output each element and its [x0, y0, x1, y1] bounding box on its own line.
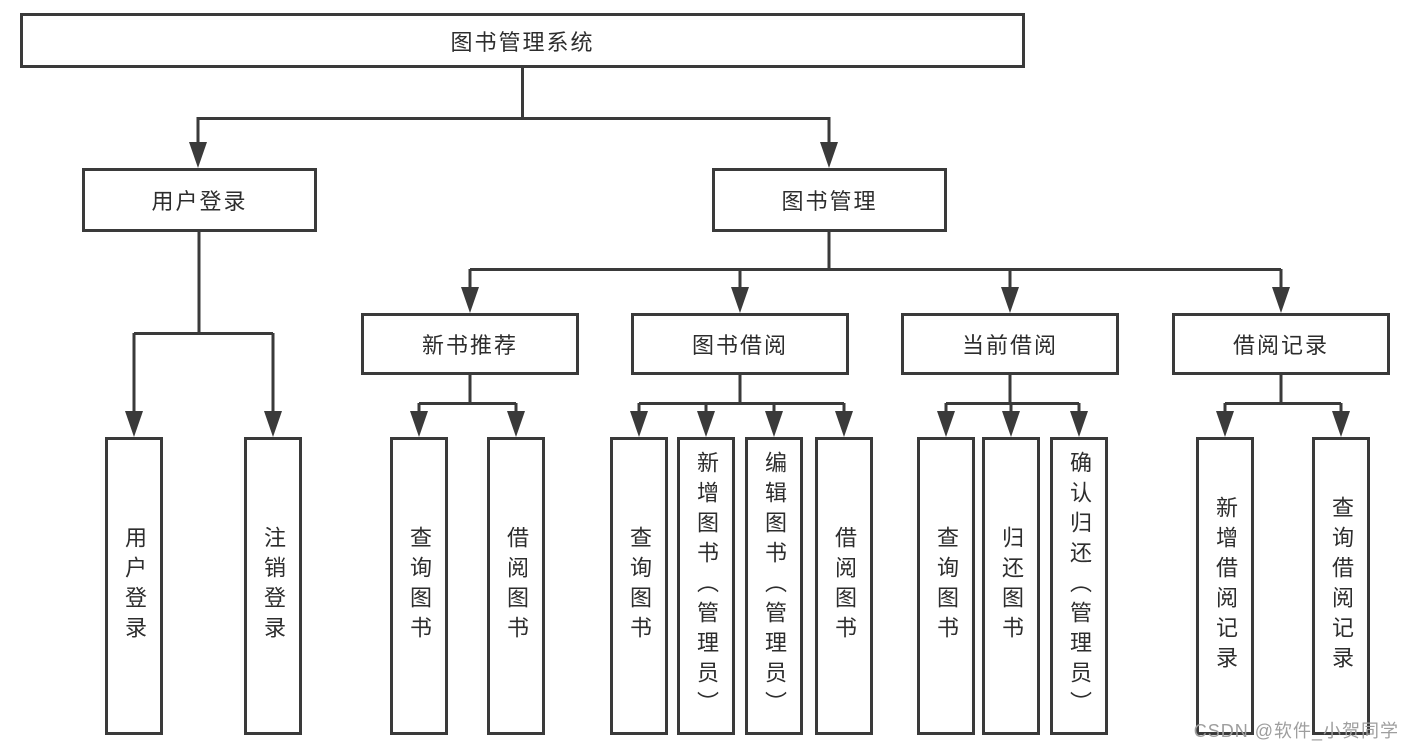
node-user-login: 用户登录	[82, 168, 317, 232]
node-book-borrowing: 图书借阅	[631, 313, 849, 375]
arrowheads	[125, 142, 1350, 437]
leaf-query-borrow-record: 查询借阅记录	[1312, 437, 1370, 735]
leaf-edit-book-admin: 编辑图书（管理员）	[745, 437, 803, 735]
leaf-return-books: 归还图书	[982, 437, 1040, 735]
leaf-add-borrow-record: 新增借阅记录	[1196, 437, 1254, 735]
leaf-logout: 注销登录	[244, 437, 302, 735]
leaf-query-books-current: 查询图书	[917, 437, 975, 735]
node-borrowing-records: 借阅记录	[1172, 313, 1390, 375]
leaf-borrow-books-recommend: 借阅图书	[487, 437, 545, 735]
leaf-confirm-return-admin: 确认归还（管理员）	[1050, 437, 1108, 735]
leaf-query-books-recommend: 查询图书	[390, 437, 448, 735]
node-book-management: 图书管理	[712, 168, 947, 232]
leaf-borrow-books: 借阅图书	[815, 437, 873, 735]
node-current-borrowing: 当前借阅	[901, 313, 1119, 375]
leaf-add-book-admin: 新增图书（管理员）	[677, 437, 735, 735]
csdn-watermark: CSDN @软件_小贺同学	[1193, 721, 1399, 741]
leaf-query-books-borrowing: 查询图书	[610, 437, 668, 735]
leaf-user-login: 用户登录	[105, 437, 163, 735]
node-new-book-recommendation: 新书推荐	[361, 313, 579, 375]
node-library-system: 图书管理系统	[20, 13, 1025, 68]
